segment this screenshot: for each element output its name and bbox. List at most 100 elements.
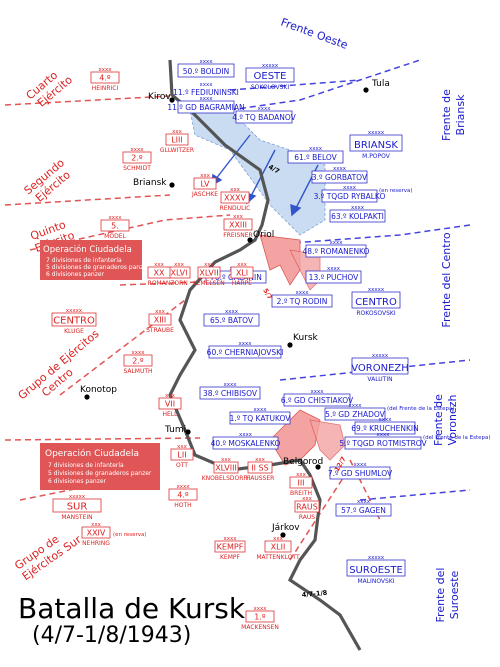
unit-commander: HOTH <box>174 502 191 509</box>
operation-north-title: Operación Ciudadela <box>43 244 132 255</box>
unit-label: SUROESTE <box>349 565 403 576</box>
city-tula-dot <box>363 87 369 93</box>
unit-box <box>123 354 153 367</box>
unit-label: 60.º CHERNIAJOVSKI <box>207 348 284 357</box>
unit-box <box>321 189 378 203</box>
unit-label: 4.º <box>99 74 111 83</box>
unit-label: LIII <box>171 136 183 145</box>
unit-label: RAUS <box>296 503 318 512</box>
unit-commander: MACKENSEN <box>241 624 279 631</box>
unit-label: 2.º <box>132 357 144 366</box>
unit-echelon: xxx <box>165 393 176 399</box>
unit-echelon: xxx <box>273 536 284 542</box>
unit-echelon: xxxx <box>225 309 239 315</box>
city-kursk-dot <box>287 342 293 348</box>
unit-echelon: xxxxx <box>372 353 389 359</box>
operation-south-title: Operación Ciudadela <box>45 448 139 459</box>
unit-label: 1.º <box>254 613 266 622</box>
unit-box <box>81 526 111 539</box>
unit-echelon: xxxx <box>329 240 343 246</box>
unit-box <box>324 407 386 421</box>
unit-echelon: xxx <box>174 262 185 268</box>
unit-commander: JASCHKE <box>191 191 218 198</box>
operation-south-line-3: 6 divisiones panzer <box>48 478 107 485</box>
unit-box <box>305 270 362 284</box>
unit-box <box>264 540 292 553</box>
unit-commander: HELL <box>163 411 179 418</box>
briansk-salient-area <box>189 109 326 236</box>
unit-echelon: xxxx <box>357 499 371 505</box>
unit-box <box>214 540 246 553</box>
unit-echelon: xxxx <box>199 59 213 65</box>
unit-box <box>294 500 320 513</box>
operation-north-line-1: 7 divisiones de infantería <box>46 257 122 264</box>
unit-echelon: xxx <box>155 309 166 315</box>
unit-box <box>158 397 182 410</box>
unit-echelon: xxxx <box>309 146 323 152</box>
unit-echelon: xxx <box>177 444 188 450</box>
unit-echelon: xxxx <box>98 67 112 73</box>
city-jarkov-label: Járkov <box>271 523 300 533</box>
unit-box <box>193 177 217 190</box>
unit-box <box>344 436 422 450</box>
front-suroeste-line2: Suroeste <box>448 570 461 619</box>
unit-box <box>289 476 313 489</box>
unit-box <box>247 461 273 474</box>
unit-commander: FREISNER <box>223 232 252 239</box>
date-4-7-1-8: 4/7-1/8 <box>301 589 328 599</box>
unit-commander: KEMPF <box>220 554 241 561</box>
unit-box <box>230 266 254 279</box>
unit-box <box>165 133 189 146</box>
unit-note: (en reserva) <box>113 532 147 538</box>
unit-label: CENTRO <box>355 297 397 308</box>
front-centro-title: Frente del Centro <box>440 232 453 327</box>
city-kirov-label: Kirov <box>148 92 171 102</box>
unit-label: 38.º CHIBISOV <box>203 389 258 398</box>
unit-commander: M.POPOV <box>362 153 391 160</box>
unit-commander: RAUS <box>299 514 315 521</box>
operation-north-line-2: 5 divisiones de granaderos panzer <box>46 264 150 271</box>
unit-label: 40.º MOSKALENKO <box>211 439 281 448</box>
unit-echelon: xxxx <box>333 166 347 172</box>
unit-echelon: xxxx <box>199 96 213 102</box>
unit-box <box>203 313 260 327</box>
unit-echelon: xxxx <box>257 106 271 112</box>
unit-label: 5.º GD ZHADOV <box>325 410 385 419</box>
front-suroeste-line1: Frente del <box>434 568 447 623</box>
unit-label: II SS <box>251 464 268 473</box>
operation-south-line-1: 7 divisiones de infantería <box>48 462 124 469</box>
unit-label: III <box>297 479 304 488</box>
unit-label: XXIV <box>87 529 106 538</box>
german-units: xxxx4.ºHEINRICIxxxLIIIGLLWITZERxxxx2.ºSC… <box>51 67 320 631</box>
unit-echelon: xxxxx <box>66 308 83 314</box>
unit-label: XLII <box>271 543 286 552</box>
unit-box <box>271 294 333 308</box>
unit-echelon: xxxx <box>176 484 190 490</box>
unit-box <box>208 345 282 359</box>
unit-echelon: xxx <box>91 522 102 528</box>
unit-box <box>177 100 235 114</box>
unit-commander: MODEL <box>104 233 126 240</box>
